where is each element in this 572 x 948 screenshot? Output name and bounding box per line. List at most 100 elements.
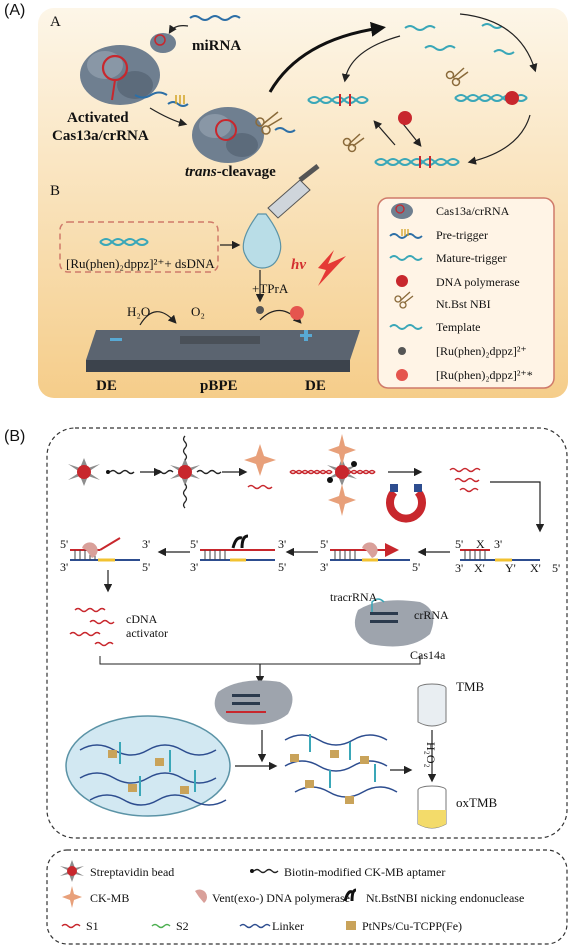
section-a-label: A — [50, 14, 61, 30]
scissors-mark-3 — [445, 67, 469, 87]
strand-5-2: 5' — [142, 560, 151, 574]
strand-5-3: 5' — [190, 537, 199, 551]
legend-a-ru-excited: [Ru(phen)₂dppz]²⁺* — [436, 368, 533, 382]
activated-label-1: Activated — [67, 110, 129, 126]
pipette-icon — [267, 164, 320, 219]
trans-cleavage-cas13a-icon — [192, 107, 264, 163]
oxtmb-tube — [417, 785, 447, 829]
strand-3-3: 3' — [190, 560, 199, 574]
cas14a-label: Cas14a — [410, 648, 446, 662]
strand-xp-2: X' — [530, 561, 541, 575]
tmb-label: TMB — [456, 679, 485, 694]
hv-label: hv — [291, 257, 306, 273]
complex-dsdna-icon — [99, 238, 149, 246]
strand-3-4: 3' — [278, 537, 287, 551]
duplex-1 — [70, 537, 140, 562]
strand-3-5: 3' — [320, 560, 329, 574]
ru-dot — [256, 306, 264, 314]
h2o-label: H₂O — [127, 304, 151, 319]
scissors-cleavage-icon — [255, 111, 283, 135]
duplex-4 — [460, 549, 540, 562]
strand-5-6: 5' — [412, 560, 421, 574]
legend-b-vent: Vent(exo-) DNA polymerase — [212, 891, 350, 905]
mirna-label: miRNA — [192, 38, 242, 54]
legend-a-icons — [389, 203, 423, 381]
strand-5-4: 5' — [278, 560, 287, 574]
cas14a-icon — [354, 598, 434, 647]
bead-aptamer — [154, 435, 222, 509]
bead-complex — [289, 434, 376, 516]
panel-a-label: (A) — [4, 2, 26, 19]
dna-helix-3 — [374, 156, 460, 168]
strand-5-5: 5' — [320, 537, 329, 551]
oxtmb-label: oxTMB — [456, 795, 498, 810]
strand-5-1: 5' — [60, 537, 69, 551]
o2-label: O₂ — [191, 304, 205, 319]
legend-a-maturetrigger: Mature-trigger — [436, 251, 507, 265]
hydrogel-right — [284, 734, 398, 804]
legend-a-template: Template — [436, 320, 481, 334]
legend-b-ptnps: PtNPs/Cu-TCPP(Fe) — [362, 919, 463, 933]
legend-b-box — [46, 849, 568, 945]
duplex-2 — [200, 534, 275, 562]
cdna-label-1: cDNA — [126, 612, 158, 626]
strand-x: X — [476, 537, 485, 551]
panel-a-diagram — [59, 13, 555, 389]
polymerase-mark — [398, 111, 412, 125]
pbpe-label: pBPE — [200, 378, 238, 394]
dna-helix-2 — [454, 91, 528, 105]
ru-excited-dot — [290, 306, 304, 320]
tmb-tube — [417, 683, 447, 727]
strand-3-1: 3' — [60, 560, 69, 574]
h2o2-label: H₂O₂ — [424, 742, 438, 768]
complex-label: [Ru(phen)₂dppz]²⁺+ dsDNA — [66, 256, 215, 271]
strand-5-8: 5' — [552, 561, 561, 575]
scissors-mark-2 — [342, 133, 365, 153]
droplet-icon — [242, 213, 282, 269]
legend-a-box — [377, 197, 555, 389]
strand-3-2: 3' — [142, 537, 151, 551]
hydrogel-left — [65, 715, 231, 817]
legend-b-s2: S2 — [176, 919, 189, 933]
pre-trigger-strand — [167, 95, 189, 107]
legend-a-ntbst: Nt.Bst NBI — [436, 297, 491, 311]
panel-b-frame — [46, 427, 568, 839]
bead-1 — [68, 458, 100, 486]
de-left-label: DE — [96, 378, 117, 394]
lightning-icon — [318, 250, 346, 286]
activated-cas13a-icon — [80, 45, 168, 105]
panel-b-label: (B) — [4, 428, 26, 445]
panel-b-diagram — [46, 427, 568, 945]
small-cas13a-icon — [150, 33, 176, 53]
strand-xp-1: X' — [474, 561, 485, 575]
strand-yp: Y' — [505, 561, 516, 575]
activated-label-2: Cas13a/crRNA — [52, 128, 149, 144]
trans-cleavage-label: trans-cleavage — [185, 164, 276, 180]
cdna-strands — [69, 607, 115, 647]
tpra-label: +TPrA — [252, 281, 289, 296]
legend-b-s1: S1 — [86, 919, 99, 933]
bpe-electrode — [86, 330, 360, 372]
legend-b-linker: Linker — [272, 919, 304, 933]
cas14a-activated-icon — [214, 680, 293, 725]
strand-3-7: 3' — [494, 537, 503, 551]
legend-a-cas13a: Cas13a/crRNA — [436, 204, 510, 218]
strand-5-7: 5' — [455, 537, 464, 551]
section-b-label: B — [50, 183, 61, 199]
magnet-icon — [386, 484, 426, 523]
crrna-label: crRNA — [414, 608, 449, 622]
tracrrna-label: tracrRNA — [330, 590, 378, 604]
legend-a-polymerase: DNA polymerase — [436, 275, 520, 289]
legend-b-icons — [60, 860, 357, 930]
duplex-3 — [330, 542, 410, 562]
legend-b-ckmb: CK-MB — [90, 891, 130, 905]
legend-b-streptavidin: Streptavidin bead — [90, 865, 175, 879]
dna-helix-1 — [307, 94, 369, 106]
legend-b-aptamer: Biotin-modified CK-MB aptamer — [284, 865, 446, 879]
de-right-label: DE — [305, 378, 326, 394]
cdna-label-2: activator — [126, 626, 168, 640]
complex-dashed-box — [59, 221, 219, 273]
legend-a-pretrigger: Pre-trigger — [436, 228, 488, 242]
legend-a-ru: [Ru(phen)₂dppz]²⁺ — [436, 344, 527, 358]
strand-3-8: 3' — [455, 561, 464, 575]
